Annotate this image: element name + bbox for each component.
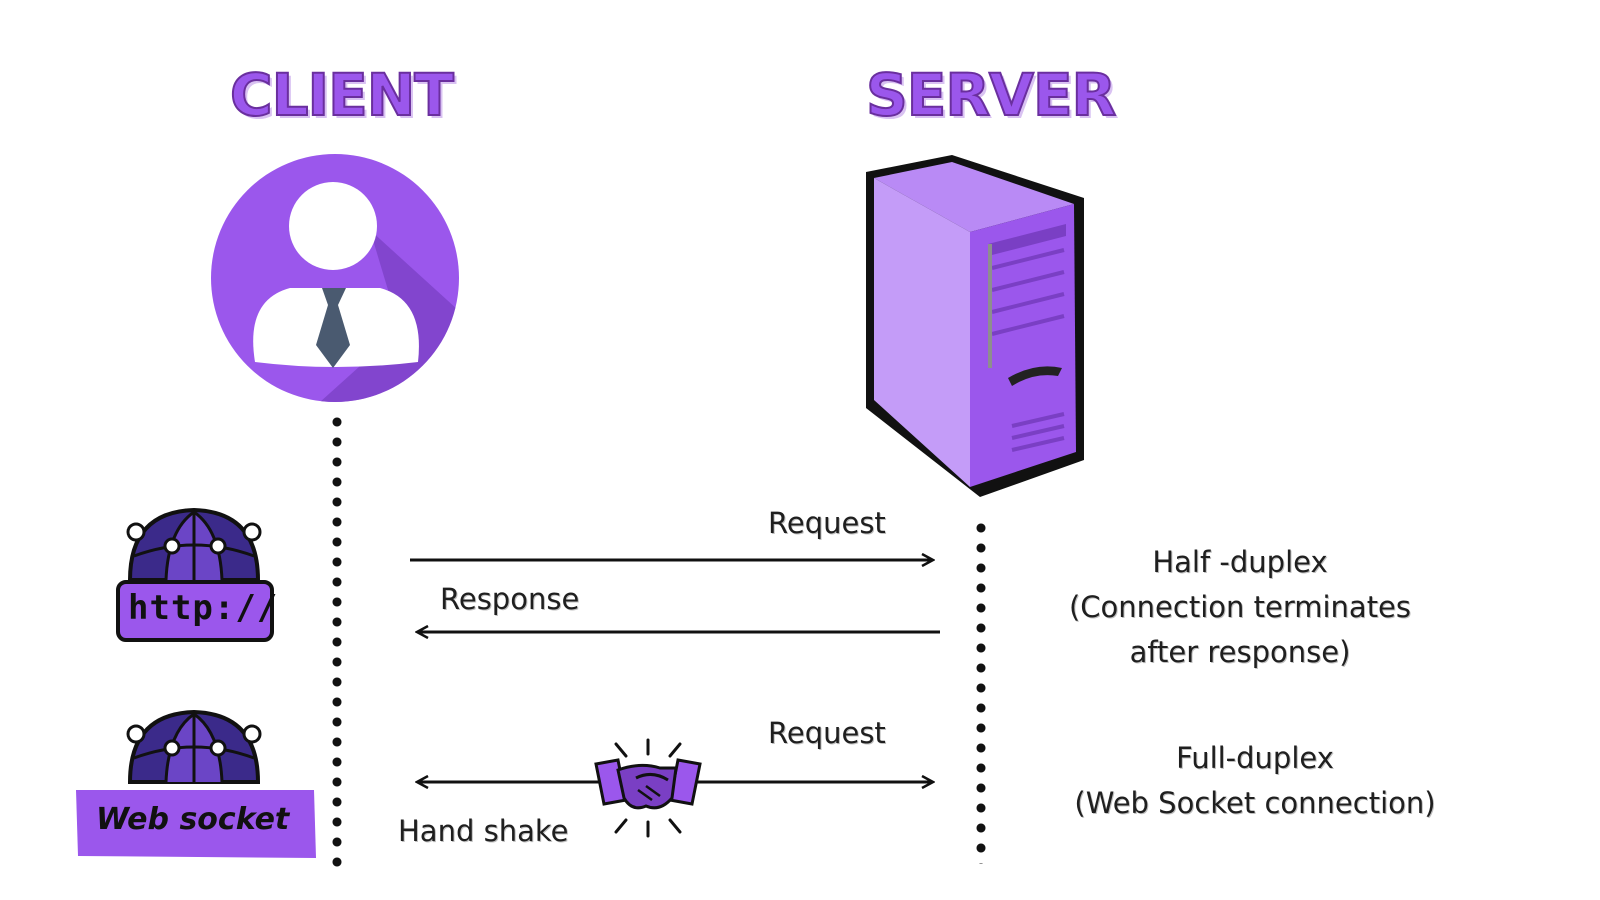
full-duplex-note: Full-duplex (Web Socket connection)	[1040, 736, 1470, 826]
half-duplex-note-line-1: Half -duplex	[1152, 545, 1328, 579]
half-duplex-note: Half -duplex (Connection terminates afte…	[1040, 540, 1440, 675]
client-title: CLIENT	[229, 61, 455, 129]
websocket-request-label: Request	[768, 716, 886, 750]
half-duplex-note-line-2: (Connection terminates	[1068, 590, 1412, 624]
client-lifeline	[332, 412, 342, 870]
handshake-label: Hand shake	[398, 814, 569, 848]
server-lifeline	[976, 518, 986, 864]
half-duplex-note-line-3: after response)	[1129, 635, 1351, 669]
http-badge-label: http://	[128, 588, 279, 628]
http-response-label: Response	[440, 582, 580, 616]
full-duplex-note-line-2: (Web Socket connection)	[1074, 786, 1436, 820]
http-request-label: Request	[768, 506, 886, 540]
full-duplex-note-line-1: Full-duplex	[1176, 741, 1334, 775]
server-title: SERVER	[865, 61, 1117, 129]
websocket-badge-label: Web socket	[96, 802, 290, 837]
